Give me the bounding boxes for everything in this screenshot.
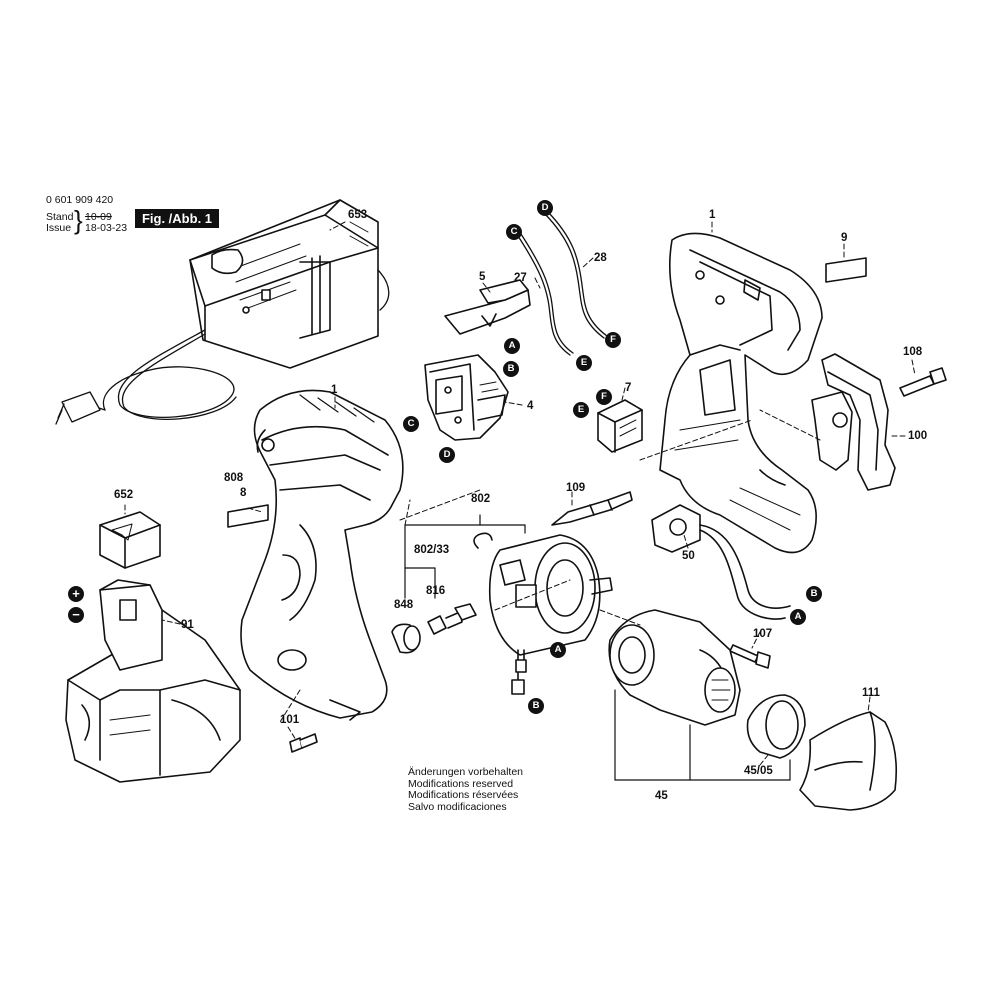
connector-c-switch: C	[403, 416, 419, 432]
slider-5-drawing	[444, 279, 531, 335]
part-label-4: 4	[527, 400, 534, 412]
bit-109-drawing	[551, 491, 633, 526]
connector-f-part7: F	[596, 389, 612, 405]
connector-d-switch: D	[439, 447, 455, 463]
screw-101-drawing	[289, 733, 318, 753]
part-100-drawing	[811, 353, 896, 491]
part-label-28: 28	[594, 252, 607, 264]
part-label-816: 816	[426, 585, 446, 597]
part-label-27: 27	[514, 272, 527, 284]
part-label-45-05: 45/05	[744, 765, 773, 777]
issue-value: 18-03-23	[85, 222, 128, 234]
connector-f-wire: F	[605, 332, 621, 348]
modification-notes: Änderungen vorbehalten Modifications res…	[408, 766, 524, 813]
connector-b-part50: B	[806, 586, 822, 602]
part-7-drawing	[597, 399, 643, 453]
connector-e-part7: E	[573, 402, 589, 418]
brush-816-drawing	[427, 603, 477, 635]
part-label-109: 109	[566, 482, 586, 494]
switch-drawing	[424, 354, 509, 441]
cap-848-drawing	[391, 623, 421, 654]
connector-c-top: C	[506, 224, 522, 240]
part-label-9: 9	[841, 232, 848, 244]
part-label-5: 5	[479, 271, 486, 283]
part-label-653: 653	[348, 209, 368, 221]
screw-107-drawing	[729, 644, 771, 669]
battery-91-drawing	[65, 579, 241, 783]
part-label-100: 100	[908, 430, 928, 442]
note-line: Salvo modificaciones	[408, 800, 507, 813]
part-50-drawing	[651, 504, 791, 620]
part-label-652: 652	[114, 489, 134, 501]
part-label-848: 848	[394, 599, 414, 611]
part-label-45: 45	[655, 790, 668, 802]
part-label-107: 107	[753, 628, 773, 640]
figure-label: Fig. /Abb. 1	[135, 209, 219, 228]
plus-icon: +	[68, 586, 84, 602]
connector-b-motor: B	[528, 698, 544, 714]
label-9-drawing	[825, 257, 867, 283]
stand-label: Stand	[46, 211, 74, 223]
connector-a-switch: A	[504, 338, 520, 354]
issue-label: Issue	[46, 222, 72, 234]
note-line: Änderungen vorbehalten	[408, 766, 524, 778]
sleeve-111-drawing	[799, 711, 898, 811]
charger-cable-drawing	[55, 269, 390, 425]
connector-a-motor: A	[550, 642, 566, 658]
ring-802-33-drawing	[473, 532, 493, 549]
wires-27-28-drawing	[517, 211, 608, 356]
connector-b-switch: B	[503, 361, 519, 377]
assembly-bracket-lines	[404, 514, 526, 599]
connector-d-top: D	[537, 200, 553, 216]
motor-802-drawing	[488, 534, 613, 695]
housing-half-left-drawing	[240, 389, 404, 721]
charger-drawing	[189, 199, 379, 369]
minus-icon: −	[68, 607, 84, 623]
leader-lines	[124, 221, 916, 766]
part-label-108: 108	[903, 346, 923, 358]
note-line: Modifications réservées	[408, 789, 519, 801]
part-label-808: 808	[224, 472, 244, 484]
part-label-111: 111	[862, 687, 880, 699]
part-label-802: 802	[471, 493, 491, 505]
connector-e-wire: E	[576, 355, 592, 371]
impact-mechanism-45-drawing	[608, 609, 741, 726]
part-label-50: 50	[682, 550, 695, 562]
part-label-8: 8	[240, 487, 247, 499]
part-label-7: 7	[625, 382, 632, 394]
part-label-91: 91	[181, 619, 194, 631]
part-label-802-33: 802/33	[414, 544, 450, 556]
screw-108-drawing	[899, 367, 947, 397]
brace-icon: }	[74, 205, 83, 235]
stand-value: 10-09	[85, 211, 112, 223]
part-label-101: 101	[280, 714, 300, 726]
part-label-1-mid: 1	[331, 384, 338, 396]
connector-a-part50: A	[790, 609, 806, 625]
battery-cover-652-drawing	[99, 511, 161, 569]
housing-half-right-drawing	[659, 232, 823, 554]
document-number: 0 601 909 420	[46, 194, 114, 206]
part-label-1-top: 1	[709, 209, 716, 221]
ring-45-05-drawing	[746, 694, 806, 759]
note-line: Modifications reserved	[408, 777, 514, 790]
